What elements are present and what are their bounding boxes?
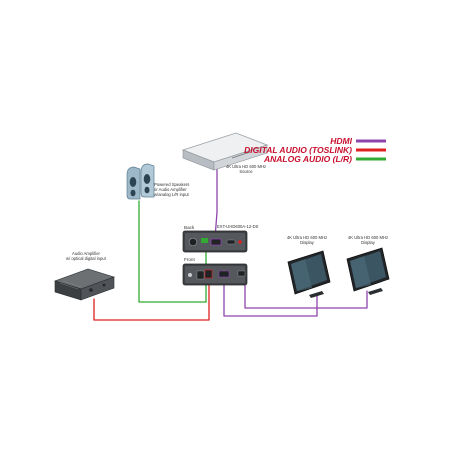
display-1 [287, 250, 331, 298]
cable-toslink-amplifier [93, 277, 210, 321]
amplifier-label-line1: Audio Amplifier [72, 251, 100, 256]
legend-label-analog: ANALOG AUDIO (L/R) [264, 154, 352, 164]
amplifier-label: Audio Amplifier w/ optical digital input [66, 251, 106, 261]
amplifier-device [53, 268, 116, 301]
source-label: 4K Ultra HD 600 MHz Source [222, 164, 270, 174]
speakers-label-line3: w/analog L/R input [154, 192, 189, 197]
legend-label-hdmi: HDMI [330, 136, 352, 146]
extender-model-label: EXT-UHD600A-12-DS [217, 224, 259, 229]
amplifier-label-line2: w/ optical digital input [66, 256, 106, 261]
display1-label-line2: Display [300, 240, 314, 245]
speakers-icon [126, 163, 155, 200]
display1-label-line1: 4K Ultra HD 600 MHz [286, 235, 328, 240]
speakers-label: Powered Speakers or Audio Amplifier w/an… [154, 182, 189, 197]
cable-hdmi-source [214, 167, 218, 239]
extender-back-label: Back [184, 225, 195, 230]
speakers-label-line1: Powered Speakers [154, 182, 190, 187]
source-label-line2: Source [239, 169, 253, 174]
speakers-label-line2: or Audio Amplifier [154, 187, 187, 192]
legend-label-toslink: DIGITAL AUDIO (TOSLINK) [244, 145, 352, 155]
display2-label-line2: Display [361, 240, 375, 245]
extender-front-panel [182, 263, 248, 286]
source-device [181, 132, 269, 171]
extender-back-panel [182, 230, 248, 253]
display1-label: 4K Ultra HD 600 MHz Display [284, 235, 330, 245]
source-label-line1: 4K Ultra HD 600 MHz [225, 164, 267, 169]
cable-hdmi-display1 [223, 279, 318, 317]
extender-front-label: Front [184, 257, 195, 262]
legend-swatches [356, 139, 386, 161]
display2-label: 4K Ultra HD 600 MHz Display [345, 235, 391, 245]
cable-hdmi-display2 [244, 274, 368, 309]
display2-label-line1: 4K Ultra HD 600 MHz [347, 235, 389, 240]
display-2 [346, 247, 390, 295]
